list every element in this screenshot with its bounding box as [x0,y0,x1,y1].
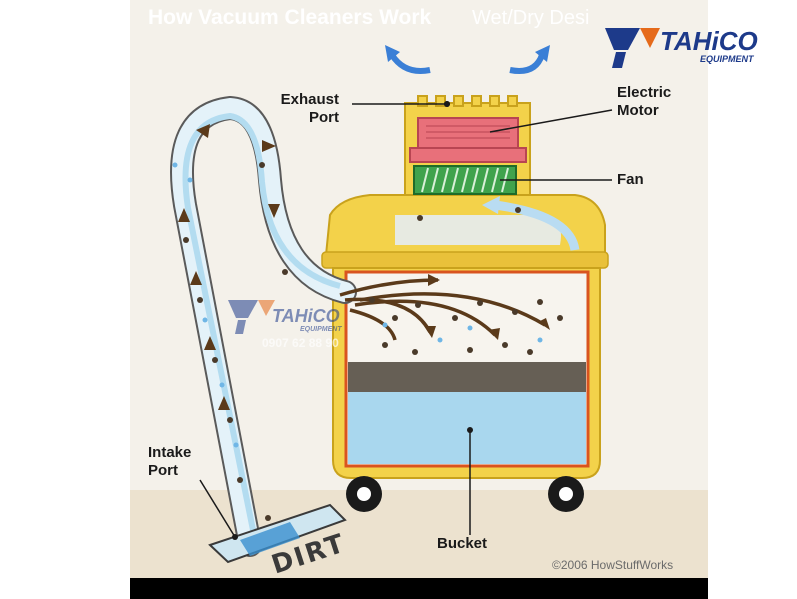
exhaust-vents [417,95,518,107]
bucket-pointer-dot [467,427,473,433]
diagram-title: How Vacuum Cleaners Work [148,6,432,29]
exhaust-arrowhead-right [535,45,550,62]
watermark-brand-tagline: EQUIPMENT [300,326,342,333]
brand-name: TAHiCO [660,26,758,56]
label-exhaust-line2: Port [309,109,339,126]
nozzle-flow [240,522,300,556]
label-bucket: Bucket [437,535,488,552]
motor-base [409,147,527,163]
intake-pointer-dot [232,534,238,540]
wheel-right-hub [559,487,573,501]
watermark-phone: 0907 62 88 90 [262,336,339,350]
dirt-arrowheads [424,274,550,340]
label-intake-line1: Intake [148,444,192,461]
electric-motor [417,117,519,153]
water-droplets [172,162,543,448]
label-intake-line2: Port [148,462,178,479]
exhaust-arrow-right [509,53,545,74]
label-exhaust-port: Exhaust Port [273,91,339,127]
floor [130,490,708,580]
watermark-brand-name: TAHiCO [272,306,340,326]
exhaust-pointer-dot [444,101,450,107]
leader-lines [199,103,613,538]
dirt-layer [348,362,586,392]
label-motor-line2: Motor [617,102,659,119]
motor-coils [426,125,510,139]
label-motor-line1: Electric [617,84,672,101]
airflow-arrow [494,200,580,251]
copyright: ©2006 HowStuffWorks [552,558,674,572]
brand-logo [605,28,660,68]
label-fan: Fan [617,171,644,188]
label-intake-port: Intake Port [148,444,191,480]
label-electric-motor: Electric Motor [617,84,671,120]
brand-tagline: EQUIPMENT [700,54,754,64]
exhaust-arrow-left [389,53,431,74]
dirt-flow-arrows [339,278,546,341]
diagram-subtitle: Wet/Dry Desi [472,7,590,29]
watermark-logo [228,300,275,334]
airflow-arrowhead [482,196,500,214]
hose-flow [182,112,341,541]
label-exhaust-line1: Exhaust [280,91,339,108]
body-rim [321,251,609,269]
wheel-left-hub [357,487,371,501]
hose-arrows [178,124,280,410]
exhaust-arrowhead-left [385,45,400,62]
air-channel [395,215,561,245]
bottom-bar [130,578,708,599]
